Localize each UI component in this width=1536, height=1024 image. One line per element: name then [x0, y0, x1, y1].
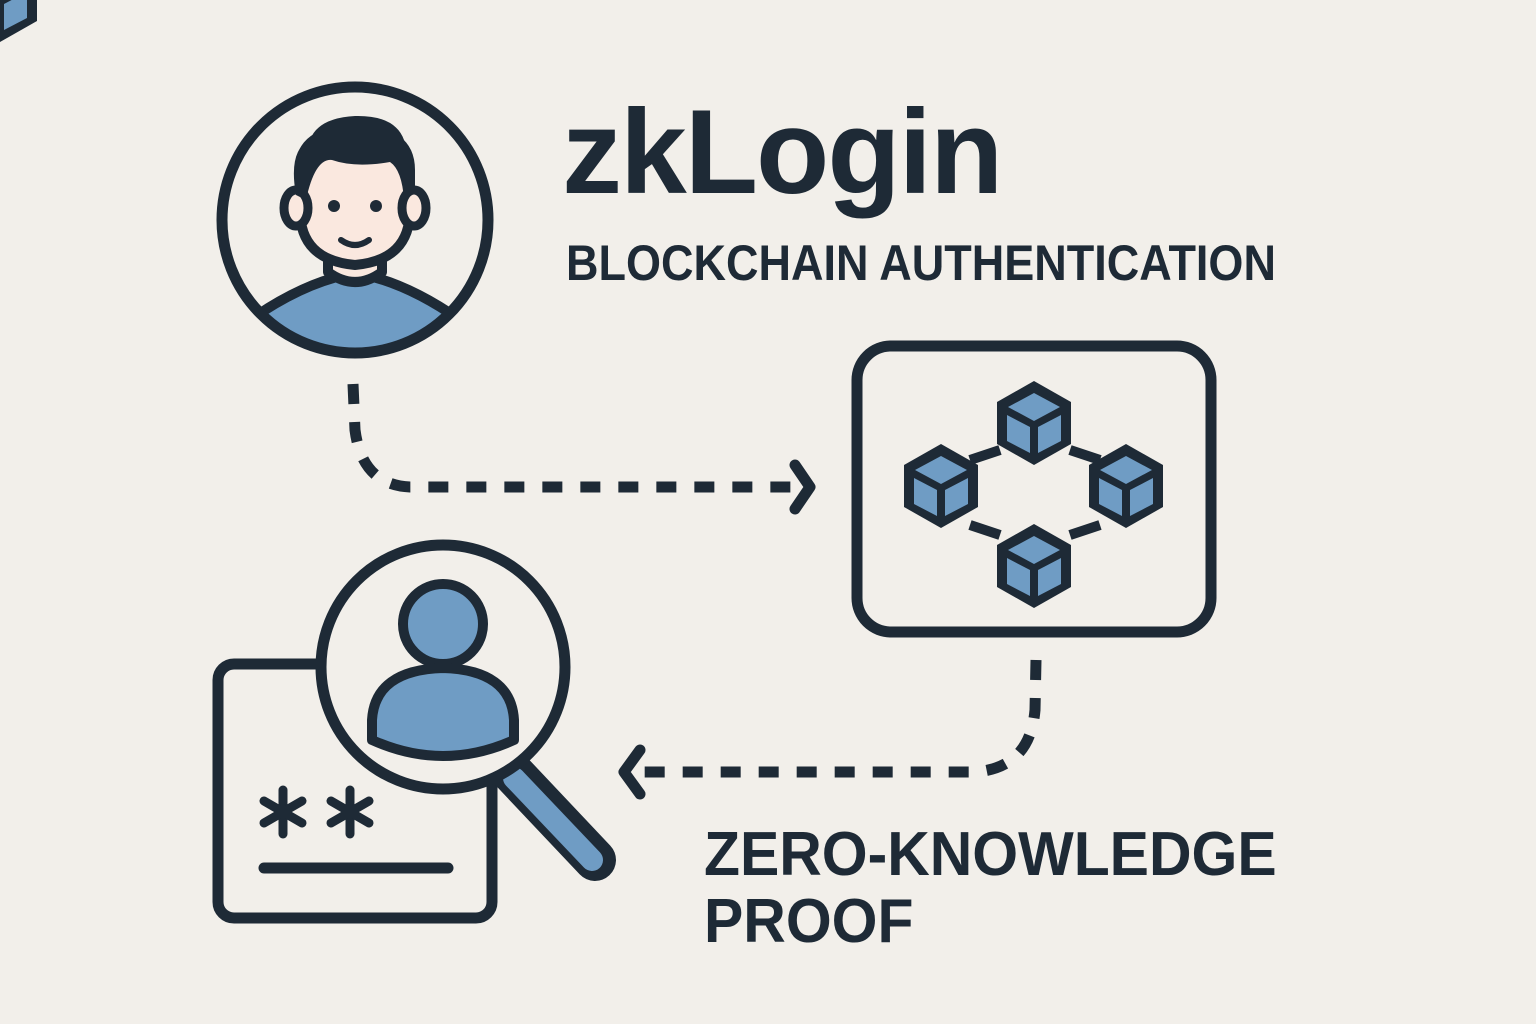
arrow-blockchain-to-credential	[618, 659, 1042, 800]
page-title: zkLogin	[562, 85, 1003, 219]
masked-password-icon	[259, 785, 374, 839]
zkp-label-line2: PROOF	[704, 886, 914, 956]
arrow-user-to-blockchain	[347, 383, 816, 515]
page-subtitle: BLOCKCHAIN AUTHENTICATION	[566, 235, 1276, 291]
user-avatar-icon	[216, 81, 494, 359]
zero-knowledge-proof-label: ZERO-KNOWLEDGE PROOF	[704, 820, 1277, 956]
blockchain-cubes-icon	[0, 0, 1217, 638]
credential-card-magnifier-icon	[212, 539, 616, 924]
zkp-label-line1: ZERO-KNOWLEDGE	[704, 820, 1277, 889]
